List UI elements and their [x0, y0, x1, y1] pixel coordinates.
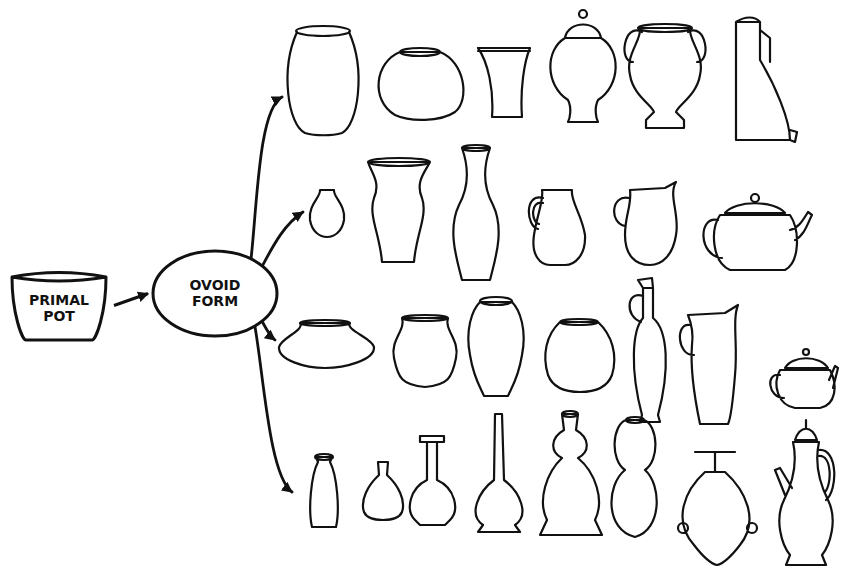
ewer [630, 278, 666, 422]
node-border [153, 251, 277, 336]
tall-vase [453, 145, 498, 280]
pilgrim-flask [678, 452, 757, 565]
lidded-jar [550, 10, 615, 122]
node-text-group: PRIMAL POT [8, 268, 110, 343]
long-neck-bottle [476, 414, 523, 532]
node-label: PRIMAL POT [26, 293, 92, 324]
flow-arrow [114, 294, 148, 306]
node-text-group: OVOID FORM [150, 248, 280, 339]
beaker [478, 48, 530, 117]
amphora [624, 24, 705, 128]
teapot [703, 194, 812, 270]
pitcher [614, 182, 677, 265]
lidded-ewer [775, 420, 834, 565]
handled-jug [529, 190, 585, 265]
tall-pitcher [680, 305, 738, 424]
node-label: OVOID FORM [180, 278, 250, 309]
small-teapot [770, 349, 838, 408]
globular-jar [545, 319, 614, 392]
flat-bowl [279, 320, 374, 368]
flared-vase [368, 158, 430, 262]
double-gourd [611, 417, 656, 537]
round-jar [393, 315, 456, 387]
ovoid-shape: OVOID FORM [150, 248, 280, 339]
ovoid-jar [288, 26, 359, 135]
small-bottle [310, 454, 338, 527]
gourd-bottle [540, 411, 602, 535]
squat-pot [379, 48, 464, 120]
capped-flask [410, 436, 455, 525]
shouldered-jar [468, 297, 523, 396]
node-border [12, 273, 106, 341]
primal-pot-shape: PRIMAL POT [8, 268, 110, 343]
tall-jug [736, 18, 797, 143]
small-pot [310, 190, 344, 237]
flask [363, 462, 403, 520]
